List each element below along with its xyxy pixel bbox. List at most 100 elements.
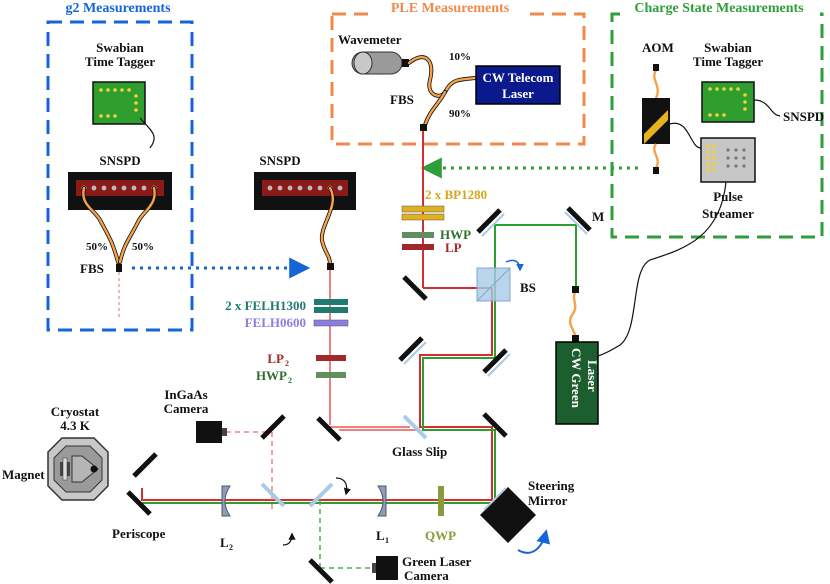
cs-snspd-label: SNSPD bbox=[783, 109, 824, 124]
ple-section-title: PLE Measurements bbox=[391, 1, 510, 16]
ple-lp bbox=[402, 244, 434, 250]
flip-mirror-l2 bbox=[260, 482, 286, 508]
lp2-label: LP bbox=[267, 351, 284, 366]
g2-section-box bbox=[46, 20, 194, 332]
ple-section-box bbox=[330, 12, 586, 146]
cw-green-label-1: CW Green bbox=[569, 348, 584, 409]
mirror-upper-left bbox=[476, 208, 505, 237]
mirror-lower-right bbox=[482, 412, 508, 438]
steering-rotation-arrow bbox=[517, 529, 551, 554]
pulse-label-2: Streamer bbox=[702, 206, 754, 221]
ingaas-camera-label: Camera bbox=[164, 401, 209, 416]
hwp2-label: HWP bbox=[256, 368, 287, 383]
lp2-filter bbox=[316, 355, 346, 361]
ple-fiber-splitter bbox=[407, 55, 477, 127]
aom-fiber-bottom bbox=[653, 143, 659, 169]
bp1280-label: 2 x BP1280 bbox=[425, 187, 487, 202]
cw-telecom-laser: CW Telecom Laser bbox=[475, 65, 561, 105]
cs-timetagger-label: Time Tagger bbox=[693, 54, 763, 69]
glass-slip-optic bbox=[402, 414, 428, 440]
main-snspd-detector bbox=[254, 172, 356, 210]
cw-telecom-label-1: CW Telecom bbox=[483, 70, 554, 85]
g2-swabian-label: Swabian bbox=[96, 40, 144, 55]
bs-label: BS bbox=[520, 280, 536, 295]
steering-label-2: Mirror bbox=[528, 493, 568, 508]
g2-split-left-label: 50% bbox=[86, 241, 108, 253]
mirror-m bbox=[564, 206, 592, 235]
green-cam-label-2: Camera bbox=[404, 568, 449, 583]
ninety-pct-label: 90% bbox=[449, 108, 471, 120]
lens-l1 bbox=[377, 485, 387, 517]
beam-splitter bbox=[476, 267, 511, 302]
lens-l2 bbox=[221, 485, 231, 517]
mirror-m-label: M bbox=[592, 209, 604, 224]
ple-fiber-connector bbox=[420, 124, 427, 131]
green-laser-camera bbox=[372, 556, 398, 580]
cw-green-label-2: Laser bbox=[585, 360, 600, 392]
magnet-label: Magnet bbox=[2, 467, 45, 482]
hwp2-sub: 2 bbox=[288, 376, 292, 385]
pulse-label-1: Pulse bbox=[713, 189, 743, 204]
green-cam-label-1: Green Laser bbox=[402, 554, 472, 569]
felh1300-filters bbox=[314, 299, 348, 313]
g2-split-right-label: 50% bbox=[132, 241, 154, 253]
hwp2-plate bbox=[316, 372, 346, 378]
aom-device bbox=[642, 98, 670, 144]
cw-green-laser: CW Green Laser bbox=[555, 341, 600, 425]
g2-fiber-pair bbox=[81, 186, 157, 264]
flip-arrow-center bbox=[335, 477, 351, 496]
mirror-mid-upper-right bbox=[482, 348, 511, 377]
sample-spot bbox=[90, 465, 98, 473]
flip-mirror-center bbox=[308, 482, 334, 508]
steering-label-1: Steering bbox=[528, 478, 575, 493]
pulse-streamer bbox=[700, 137, 756, 183]
ple-hwp bbox=[402, 232, 434, 238]
g2-fbs-label: FBS bbox=[80, 261, 104, 276]
charge-section-title: Charge State Measurements bbox=[634, 1, 804, 16]
mirror-mid-upper-left bbox=[398, 336, 427, 365]
ten-pct-label: 10% bbox=[449, 51, 471, 63]
qwp-plate bbox=[438, 486, 444, 516]
pump-beam bbox=[494, 224, 577, 290]
lens-l1-label: L bbox=[376, 528, 385, 543]
bs-rotation-arrow bbox=[505, 259, 524, 272]
collection-beam bbox=[329, 270, 410, 428]
cryostat-label: Cryostat bbox=[51, 404, 100, 419]
periscope-mirror-bottom bbox=[126, 490, 152, 516]
ingaas-camera bbox=[196, 421, 227, 443]
pulse-to-laser-cable bbox=[597, 181, 727, 357]
ple-fbs-label: FBS bbox=[390, 92, 414, 107]
wavemeter-label: Wavemeter bbox=[338, 32, 402, 47]
cs-time-tagger-board bbox=[701, 81, 755, 123]
steering-mirror bbox=[480, 487, 536, 543]
cryostat-temp-label: 4.3 K bbox=[60, 418, 91, 433]
ple-lp-label: LP bbox=[445, 240, 462, 255]
aom-fiber-top bbox=[653, 69, 659, 99]
green-laser-fiber bbox=[568, 289, 578, 341]
ple-hwp-label: HWP bbox=[440, 227, 471, 242]
cw-telecom-label-2: Laser bbox=[502, 86, 534, 101]
g2-section-title: g2 Measurements bbox=[65, 1, 171, 16]
g2-fbs-splitter bbox=[116, 264, 122, 272]
lens-l2-sub: 2 bbox=[229, 543, 233, 552]
aom-label: AOM bbox=[642, 40, 674, 55]
cryostat bbox=[47, 437, 109, 501]
g2-snspd-label: SNSPD bbox=[99, 153, 140, 168]
mirror-ingaas bbox=[260, 414, 286, 440]
periscope-mirror-top bbox=[132, 452, 158, 478]
felh0600-filter bbox=[313, 319, 349, 327]
main-snspd-fiber bbox=[319, 186, 335, 266]
flip-arrow-l2 bbox=[282, 532, 296, 546]
lens-l1-sub: 1 bbox=[385, 536, 389, 545]
g2-timetagger-label: Time Tagger bbox=[85, 54, 155, 69]
periscope-label: Periscope bbox=[112, 526, 166, 541]
lp2-sub: 2 bbox=[285, 359, 289, 368]
mirror-green-cam bbox=[308, 558, 334, 584]
cs-swabian-label: Swabian bbox=[704, 40, 752, 55]
felh1300-label: 2 x FELH1300 bbox=[225, 298, 306, 313]
ingaas-label: InGaAs bbox=[164, 387, 207, 402]
wavemeter bbox=[351, 51, 409, 75]
mirror-collection bbox=[316, 416, 342, 442]
bp1280-filters bbox=[401, 205, 445, 221]
